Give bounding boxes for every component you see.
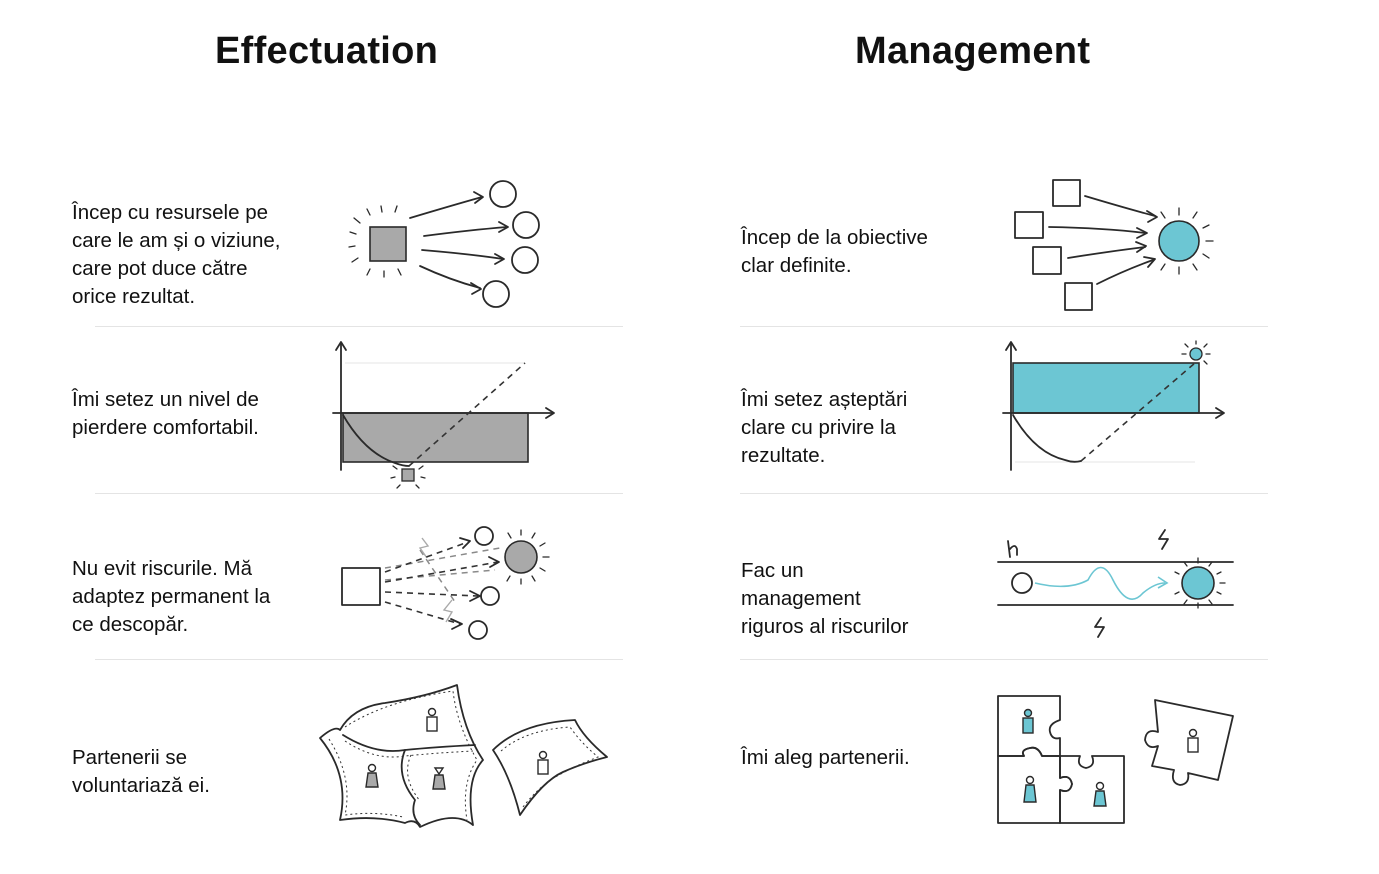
management-row-3-text: Fac un management riguros al riscurilor [741, 557, 908, 641]
resources-to-outcomes-icon [340, 170, 560, 320]
effectuation-title: Effectuation [215, 30, 438, 73]
management-row-2-text: Îmi setez așteptări clare cu privire la … [741, 386, 907, 470]
effectuation-row-3-text: Nu evit riscurile. Mă adaptez permanent … [72, 555, 270, 639]
expected-return-chart-icon [995, 335, 1235, 490]
goal-driven-icon [1005, 170, 1225, 320]
right-divider-3 [740, 659, 1268, 660]
right-divider-2 [740, 493, 1268, 494]
adapt-to-surprises-icon [330, 520, 570, 650]
management-row-4-text: Îmi aleg partenerii. [741, 744, 910, 772]
risk-corridor-icon [993, 525, 1243, 645]
effectuation-row-4-text: Partenerii se voluntariază ei. [72, 744, 210, 800]
affordable-loss-chart-icon [325, 335, 565, 490]
management-title: Management [855, 30, 1090, 73]
left-divider-2 [95, 493, 623, 494]
management-row-1-text: Încep de la obiective clar definite. [741, 224, 928, 280]
left-divider-3 [95, 659, 623, 660]
effectuation-row-2-text: Îmi setez un nivel de pierdere comfortab… [72, 386, 259, 442]
left-divider-1 [95, 326, 623, 327]
effectuation-row-1-text: Încep cu resursele pe care le am și o vi… [72, 199, 281, 311]
puzzle-partners-icon [990, 688, 1240, 833]
patchwork-partners-icon [315, 675, 615, 835]
right-divider-1 [740, 326, 1268, 327]
